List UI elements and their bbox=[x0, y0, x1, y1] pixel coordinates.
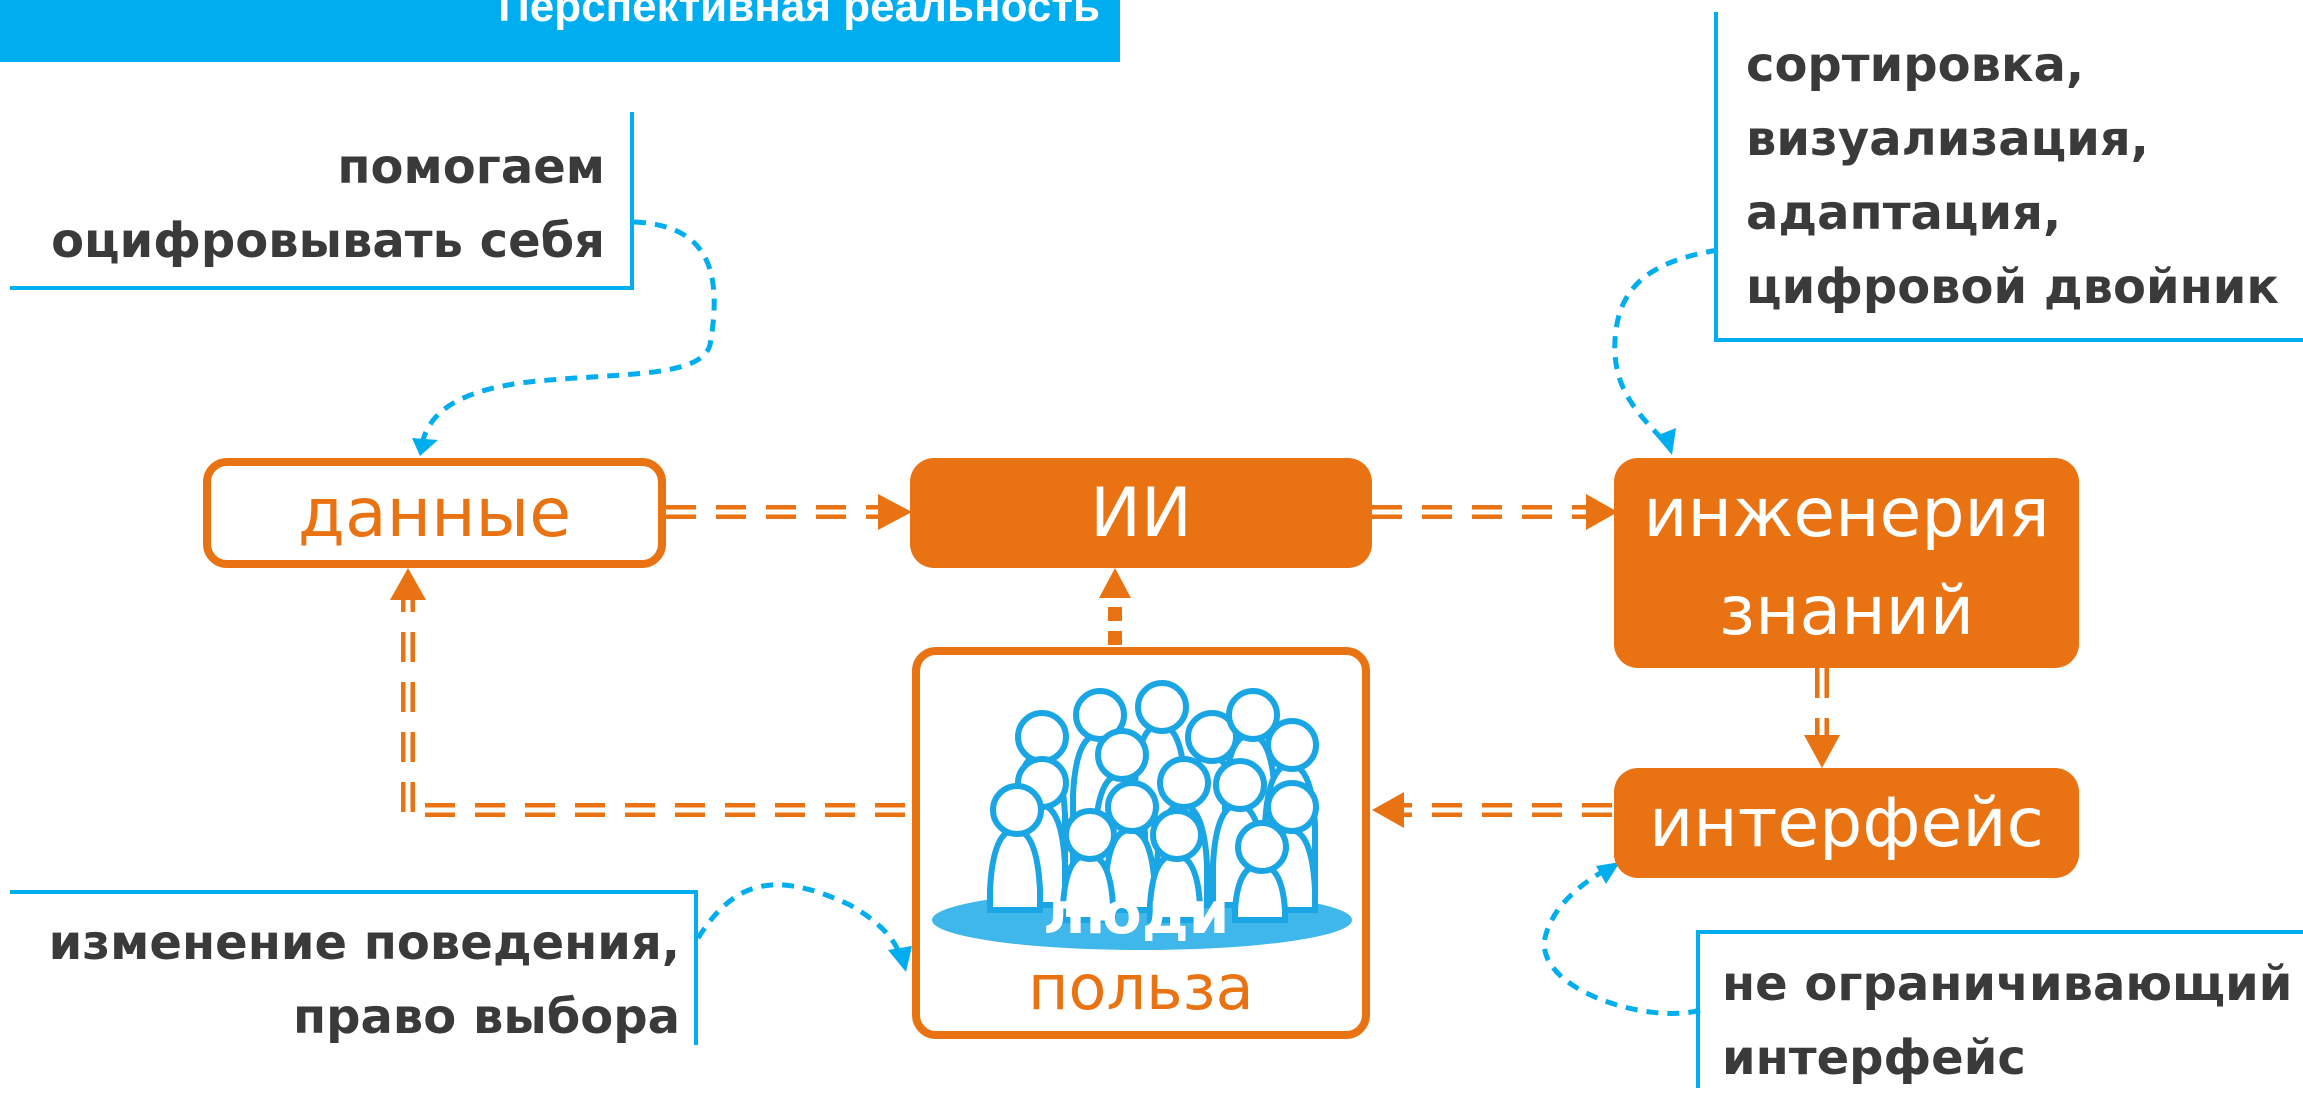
note-processing-line-1: сортировка, bbox=[1746, 37, 2085, 93]
node-ai-label: ИИ bbox=[1090, 473, 1192, 553]
arrow-head-ai bbox=[878, 494, 912, 530]
node-data-label: данные bbox=[297, 473, 572, 553]
node-ai: ИИ bbox=[910, 458, 1372, 568]
node-knowledge-line-1: инженерия bbox=[1643, 474, 2050, 553]
note-interface-line-1: не ограничивающий bbox=[1722, 956, 2293, 1012]
note-processing-line-3: адаптация, bbox=[1746, 185, 2062, 241]
node-people: люди польза bbox=[912, 647, 1370, 1039]
page-title: Перспективная реальность bbox=[498, 0, 1100, 31]
note-processing: сортировка, визуализация, адаптация, циф… bbox=[1746, 28, 2279, 324]
note-behavior-line-2: право выбора bbox=[293, 989, 680, 1045]
arrow-head-ai-up bbox=[1099, 568, 1131, 598]
node-data: данные bbox=[203, 458, 666, 568]
title-banner: Перспективная реальность bbox=[0, 0, 1120, 62]
note-digitize-line-1: помогаем bbox=[337, 139, 605, 195]
note-bracket-digitize bbox=[10, 112, 634, 290]
note-processing-line-4: цифровой двойник bbox=[1746, 259, 2279, 315]
arrow-head-knowledge bbox=[1586, 494, 1618, 530]
note-interface-line-2: интерфейс bbox=[1722, 1030, 2026, 1086]
callout-behavior bbox=[695, 882, 903, 956]
node-interface-label: интерфейс bbox=[1649, 783, 2044, 863]
note-bracket-processing bbox=[1714, 12, 2303, 342]
callout-behavior-arrow bbox=[888, 946, 912, 972]
callout-processing bbox=[1612, 247, 1719, 442]
node-people-label: люди bbox=[1043, 879, 1230, 947]
note-behavior: изменение поведения, право выбора bbox=[10, 906, 680, 1054]
note-bracket-behavior bbox=[10, 890, 698, 1045]
note-digitize: помогаем оцифровывать себя bbox=[20, 130, 605, 278]
people-group-icon bbox=[932, 680, 1352, 950]
node-knowledge-line-2: знаний bbox=[1718, 572, 1975, 651]
callout-digitize-arrow bbox=[412, 438, 438, 456]
note-bracket-interface bbox=[1696, 930, 2303, 1088]
note-processing-line-2: визуализация, bbox=[1746, 111, 2149, 167]
arrow-head-interface bbox=[1804, 735, 1840, 768]
note-interface: не ограничивающий интерфейс bbox=[1722, 947, 2292, 1095]
node-benefit-label: польза bbox=[1028, 951, 1254, 1024]
node-interface: интерфейс bbox=[1614, 768, 2079, 878]
node-knowledge-engineering: инженерия знаний bbox=[1614, 458, 2079, 668]
note-behavior-line-1: изменение поведения, bbox=[48, 915, 680, 971]
arrow-head-data bbox=[390, 568, 426, 600]
callout-processing-arrow bbox=[1656, 428, 1676, 455]
arrow-head-people bbox=[1372, 792, 1404, 828]
callout-interface bbox=[1542, 869, 1701, 1016]
callout-digitize bbox=[420, 219, 717, 441]
callout-interface-arrow bbox=[1596, 862, 1620, 884]
note-digitize-line-2: оцифровывать себя bbox=[51, 213, 605, 269]
